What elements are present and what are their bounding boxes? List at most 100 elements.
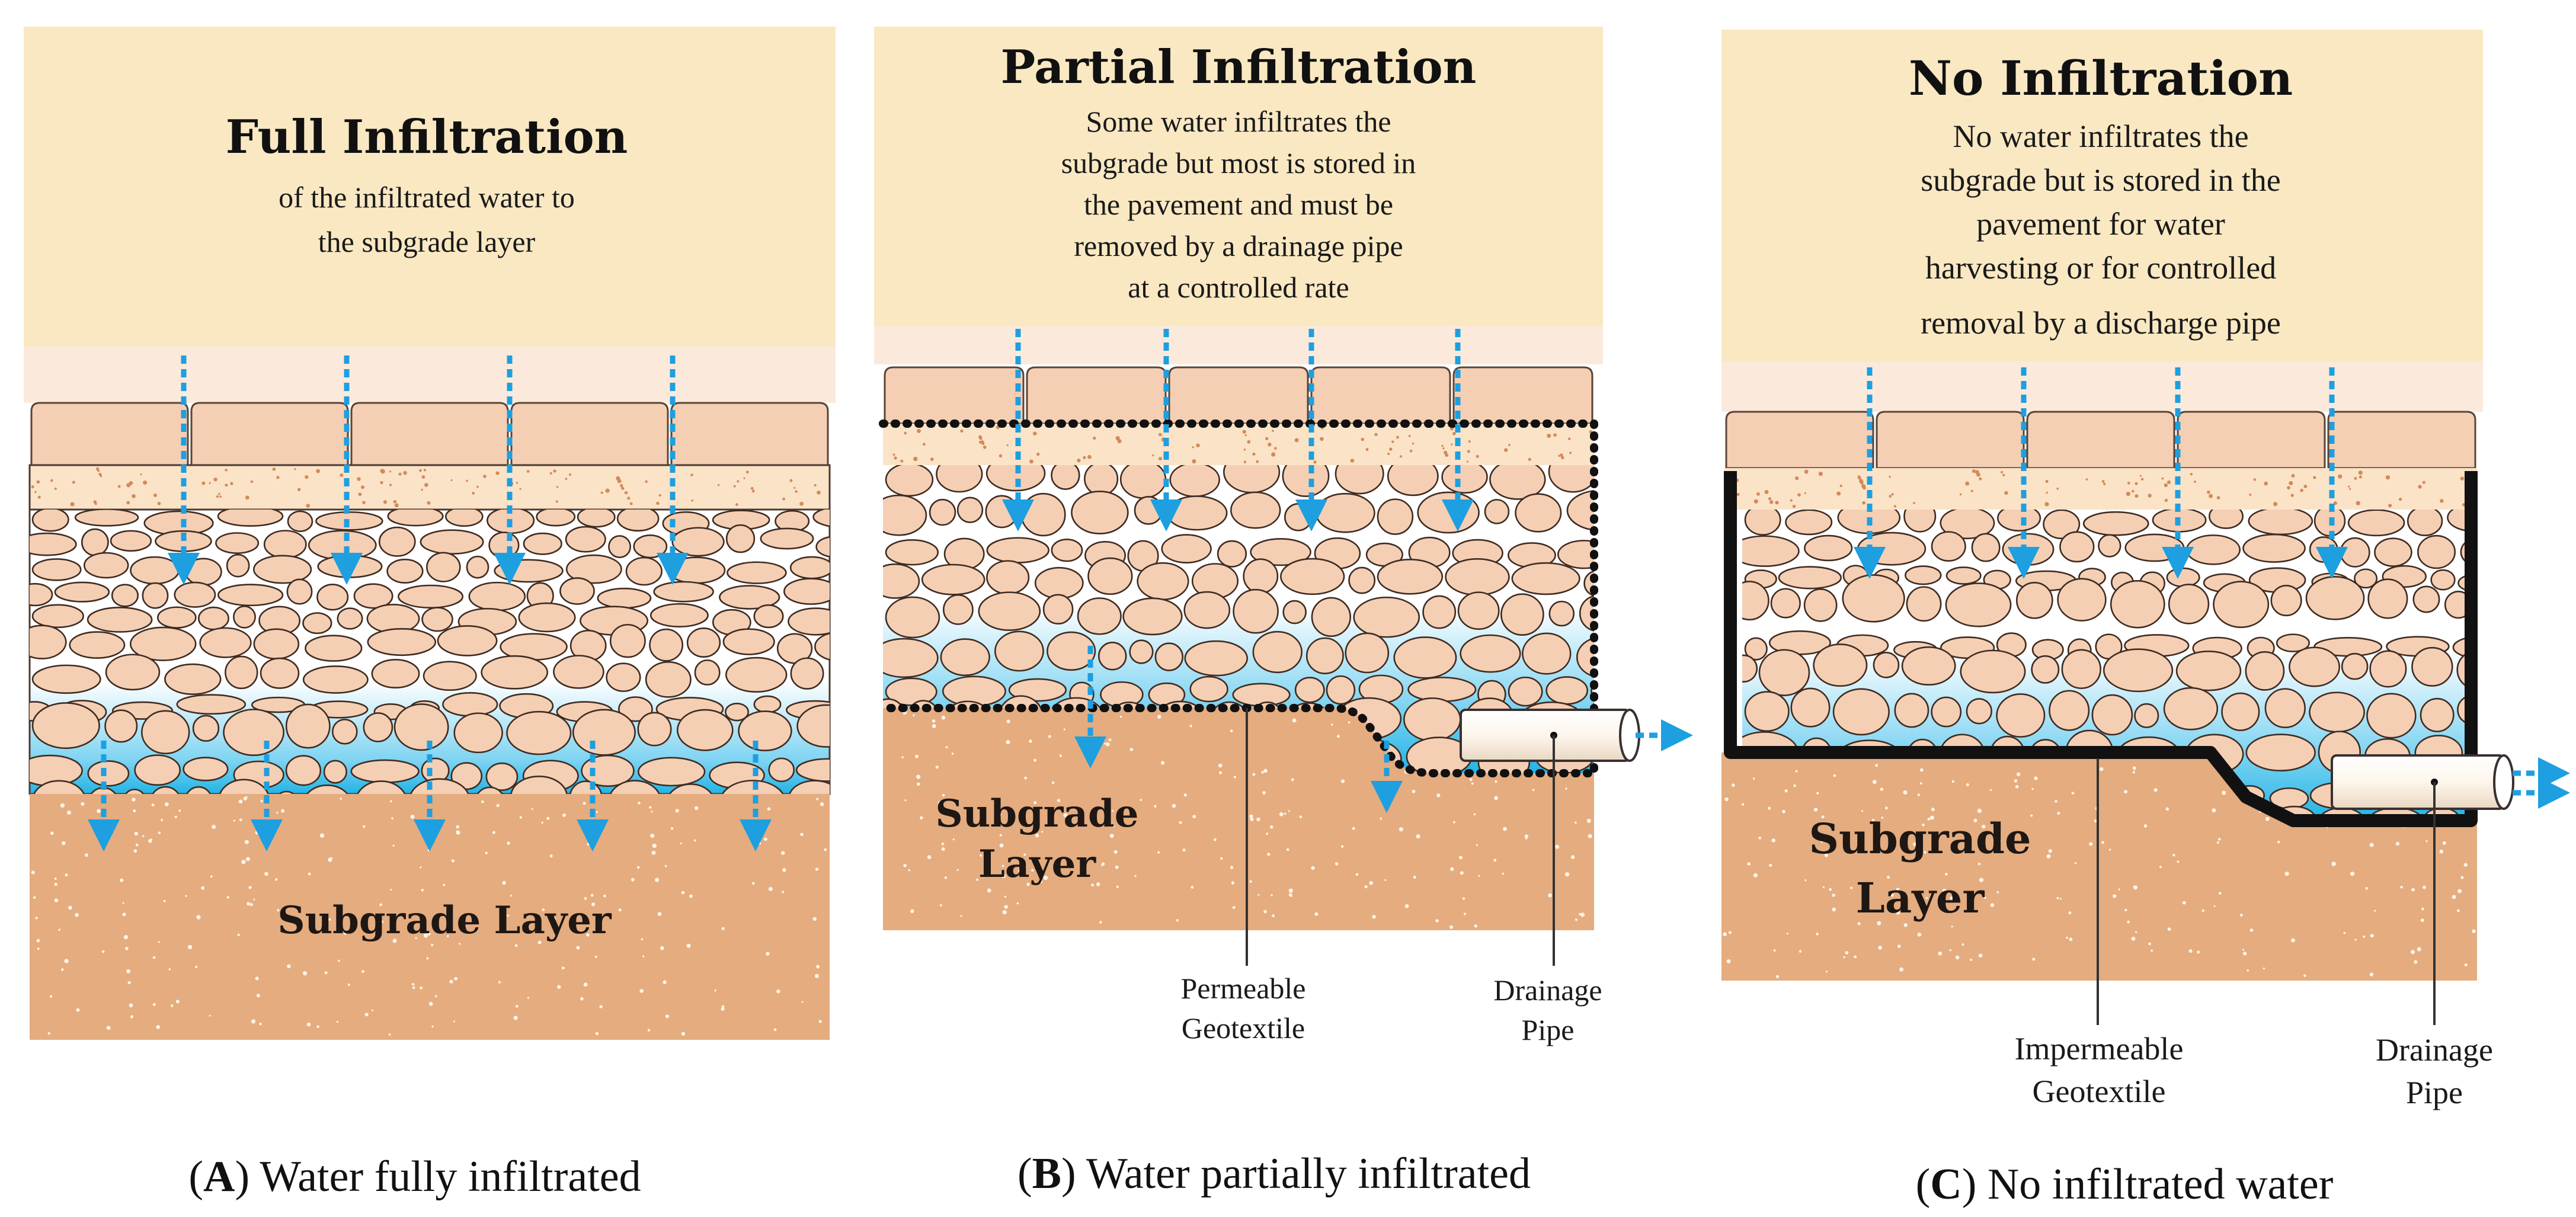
stone: [1832, 688, 1890, 736]
stone: [1960, 649, 2026, 694]
speck: [1925, 896, 1928, 899]
speck: [1059, 754, 1063, 757]
speck: [1057, 858, 1060, 861]
speck: [743, 477, 745, 479]
speck: [2420, 918, 2424, 923]
speck: [1314, 912, 1319, 916]
stone: [694, 659, 721, 686]
speck: [233, 819, 236, 822]
stone: [453, 712, 503, 754]
stone: [409, 778, 469, 794]
stone: [1996, 693, 2046, 738]
speck: [164, 802, 169, 806]
stone: [788, 607, 830, 636]
speck: [595, 1032, 599, 1036]
stone: [986, 537, 1049, 563]
stone: [393, 703, 449, 751]
stone: [1511, 562, 1580, 595]
panel-b-subgrade-label-2: Layer: [978, 842, 1096, 886]
stone: [1034, 566, 1084, 600]
speck: [2216, 841, 2220, 844]
speck: [982, 442, 985, 446]
speck: [431, 1025, 434, 1028]
stone: [1566, 489, 1594, 531]
stone: [1873, 651, 1900, 678]
speck: [1977, 862, 1981, 866]
stones-a: [30, 510, 830, 794]
stone: [581, 754, 635, 787]
speck: [2457, 909, 2460, 912]
speck: [2439, 849, 2444, 854]
speck: [1158, 433, 1162, 437]
speck: [621, 486, 625, 490]
stone: [738, 710, 792, 751]
speck: [161, 818, 164, 821]
speck: [2217, 838, 2221, 841]
speck: [158, 831, 161, 834]
stone: [353, 583, 393, 609]
speck: [693, 839, 696, 842]
speck: [1525, 837, 1528, 840]
speck: [917, 782, 920, 786]
speck: [1087, 454, 1092, 459]
speck: [117, 485, 121, 488]
speck: [2385, 475, 2391, 480]
speck: [1018, 869, 1023, 873]
stone: [510, 775, 568, 794]
speck: [163, 899, 166, 902]
speck: [997, 812, 1001, 817]
speck: [256, 994, 260, 998]
stone: [2347, 510, 2405, 537]
speck: [255, 976, 259, 981]
speck: [939, 904, 942, 907]
speck: [583, 982, 588, 987]
speck: [531, 808, 533, 811]
stone: [1280, 558, 1345, 595]
speck: [2264, 481, 2268, 486]
stone: [105, 654, 161, 691]
speck: [2089, 842, 2093, 846]
speck: [34, 491, 37, 493]
speck: [800, 832, 804, 837]
speck: [997, 803, 1000, 806]
stone: [142, 582, 169, 609]
stone: [671, 527, 725, 557]
speck: [450, 479, 453, 482]
speck: [54, 487, 57, 491]
stone: [1614, 562, 1649, 598]
stone: [2103, 648, 2174, 693]
stone: [87, 606, 153, 633]
speck: [37, 495, 41, 499]
speck: [901, 756, 904, 758]
speck: [1871, 818, 1875, 821]
speck: [801, 1001, 804, 1003]
panel-c-title: No Infiltration: [1909, 50, 2293, 106]
stone: [608, 535, 632, 559]
panel-c-subgrade-label-1: Subgrade: [1809, 814, 2031, 863]
speck: [553, 469, 556, 473]
speck: [665, 1014, 670, 1019]
speck: [37, 947, 40, 950]
speck: [745, 470, 749, 474]
speck: [751, 489, 755, 493]
paver-block: [1310, 366, 1451, 425]
speck: [2113, 894, 2117, 898]
stone: [316, 584, 349, 611]
speck: [999, 834, 1002, 837]
stone: [31, 702, 100, 750]
speck: [308, 872, 311, 876]
speck: [576, 946, 580, 950]
speck: [641, 938, 644, 941]
speck: [238, 799, 243, 804]
speck: [247, 902, 251, 906]
speck: [1416, 834, 1420, 839]
speck: [403, 470, 407, 475]
speck: [1922, 823, 1925, 827]
speck: [2242, 949, 2245, 951]
stone: [814, 632, 830, 661]
stone: [1997, 510, 2041, 532]
stone: [387, 510, 444, 527]
speck: [2349, 488, 2351, 491]
speck: [1884, 806, 1888, 810]
speck: [2343, 931, 2346, 934]
